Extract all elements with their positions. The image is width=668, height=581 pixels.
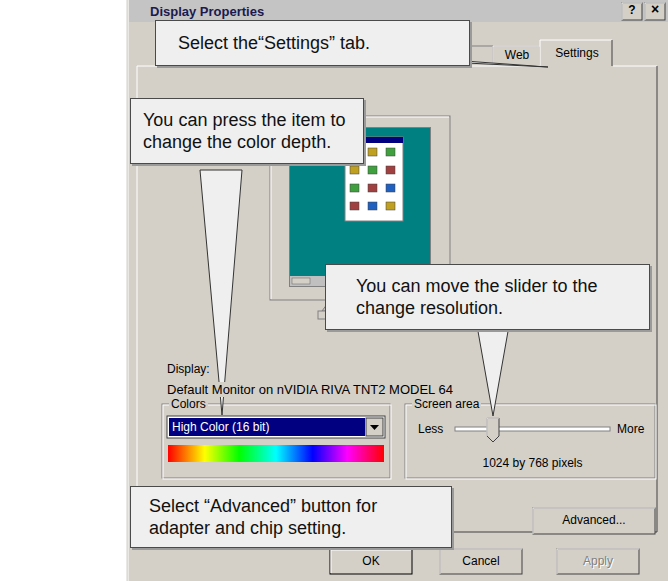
screen-area-groupbox bbox=[406, 405, 656, 479]
push-button bbox=[331, 550, 411, 573]
colors-groupbox bbox=[163, 405, 391, 479]
callout-text: You can press the item to change the col… bbox=[143, 109, 355, 153]
screen-area-groupbox bbox=[405, 404, 655, 478]
dialog-window bbox=[127, 0, 668, 581]
monitor-preview bbox=[386, 184, 395, 192]
monitor-preview bbox=[386, 148, 395, 156]
dialog-window bbox=[128, 0, 129, 581]
push-button bbox=[440, 549, 522, 574]
colors-groupbox bbox=[366, 418, 383, 436]
groupbox-title: Colors bbox=[169, 397, 208, 412]
tab-strip bbox=[612, 40, 613, 66]
button-label: Cancel bbox=[440, 554, 522, 569]
dialog-window bbox=[127, 0, 668, 581]
combo-value: High Color (16 bit) bbox=[172, 420, 269, 435]
button-label: Advanced... bbox=[533, 513, 655, 528]
title-bar bbox=[129, 0, 668, 22]
slider-end: Less bbox=[418, 422, 443, 437]
colors-groupbox bbox=[370, 425, 379, 430]
push-button bbox=[533, 508, 655, 534]
monitor-preview bbox=[368, 166, 377, 174]
tab-strip bbox=[493, 46, 540, 66]
monitor-preview bbox=[350, 202, 359, 210]
screen-area-groupbox bbox=[405, 404, 656, 479]
monitor-preview bbox=[368, 148, 377, 156]
title-bar bbox=[622, 3, 642, 20]
help-button: ? bbox=[622, 3, 642, 18]
close-button: × bbox=[645, 2, 665, 17]
tab-panel bbox=[137, 66, 657, 532]
tab-strip bbox=[493, 46, 540, 66]
colors-groupbox bbox=[167, 416, 385, 438]
tab-panel bbox=[137, 66, 657, 532]
colors-groupbox bbox=[168, 445, 384, 462]
callout-pointer bbox=[200, 170, 242, 415]
window-title: Display Properties bbox=[150, 4, 350, 19]
button-label: Apply bbox=[557, 554, 639, 569]
tab-label: Settings bbox=[542, 46, 612, 61]
monitor-preview bbox=[292, 278, 310, 284]
title-bar bbox=[645, 3, 665, 20]
callout-box: Select the“Settings” tab. bbox=[155, 20, 470, 66]
title-bar bbox=[622, 3, 642, 20]
tab-label: Web bbox=[496, 48, 538, 63]
monitor-preview bbox=[386, 202, 395, 210]
monitor-preview bbox=[368, 184, 377, 192]
resolution-value: 1024 by 768 pixels bbox=[455, 456, 610, 471]
dialog-window bbox=[127, 0, 128, 581]
colors-groupbox bbox=[162, 404, 391, 479]
callout-text: Select the“Settings” tab. bbox=[178, 32, 455, 54]
screen-area-groupbox bbox=[455, 427, 610, 431]
tab-strip bbox=[540, 40, 612, 67]
push-button bbox=[557, 549, 639, 574]
push-button bbox=[440, 549, 522, 574]
callout-box: Select “Advanced” button for adapter and… bbox=[130, 486, 452, 548]
callout-text: You can move the slider to the change re… bbox=[356, 275, 639, 319]
screen-area-groupbox bbox=[487, 418, 499, 436]
push-button bbox=[533, 508, 655, 534]
title-bar bbox=[129, 0, 668, 22]
display-label: Display: bbox=[167, 362, 210, 377]
button-label: OK bbox=[330, 554, 412, 569]
callout-text: Select “Advanced” button for adapter and… bbox=[149, 495, 441, 539]
push-button bbox=[330, 549, 412, 574]
colors-groupbox bbox=[169, 418, 365, 436]
monitor-preview bbox=[386, 166, 395, 174]
title-bar bbox=[645, 3, 665, 20]
tab-strip bbox=[540, 40, 613, 68]
tab-panel bbox=[613, 66, 657, 67]
monitor-preview bbox=[350, 166, 359, 174]
callout-box: You can press the item to change the col… bbox=[130, 98, 364, 164]
monitor-name: Default Monitor on nVIDIA RIVA TNT2 MODE… bbox=[167, 382, 453, 397]
monitor-preview bbox=[368, 202, 377, 210]
monitor-preview bbox=[350, 184, 359, 192]
slider-end: More bbox=[617, 422, 644, 437]
groupbox-title: Screen area bbox=[412, 397, 481, 412]
callout-box: You can move the slider to the change re… bbox=[325, 264, 650, 330]
colors-groupbox bbox=[162, 404, 390, 478]
screen-area-groupbox bbox=[487, 418, 499, 442]
push-button bbox=[557, 549, 639, 574]
